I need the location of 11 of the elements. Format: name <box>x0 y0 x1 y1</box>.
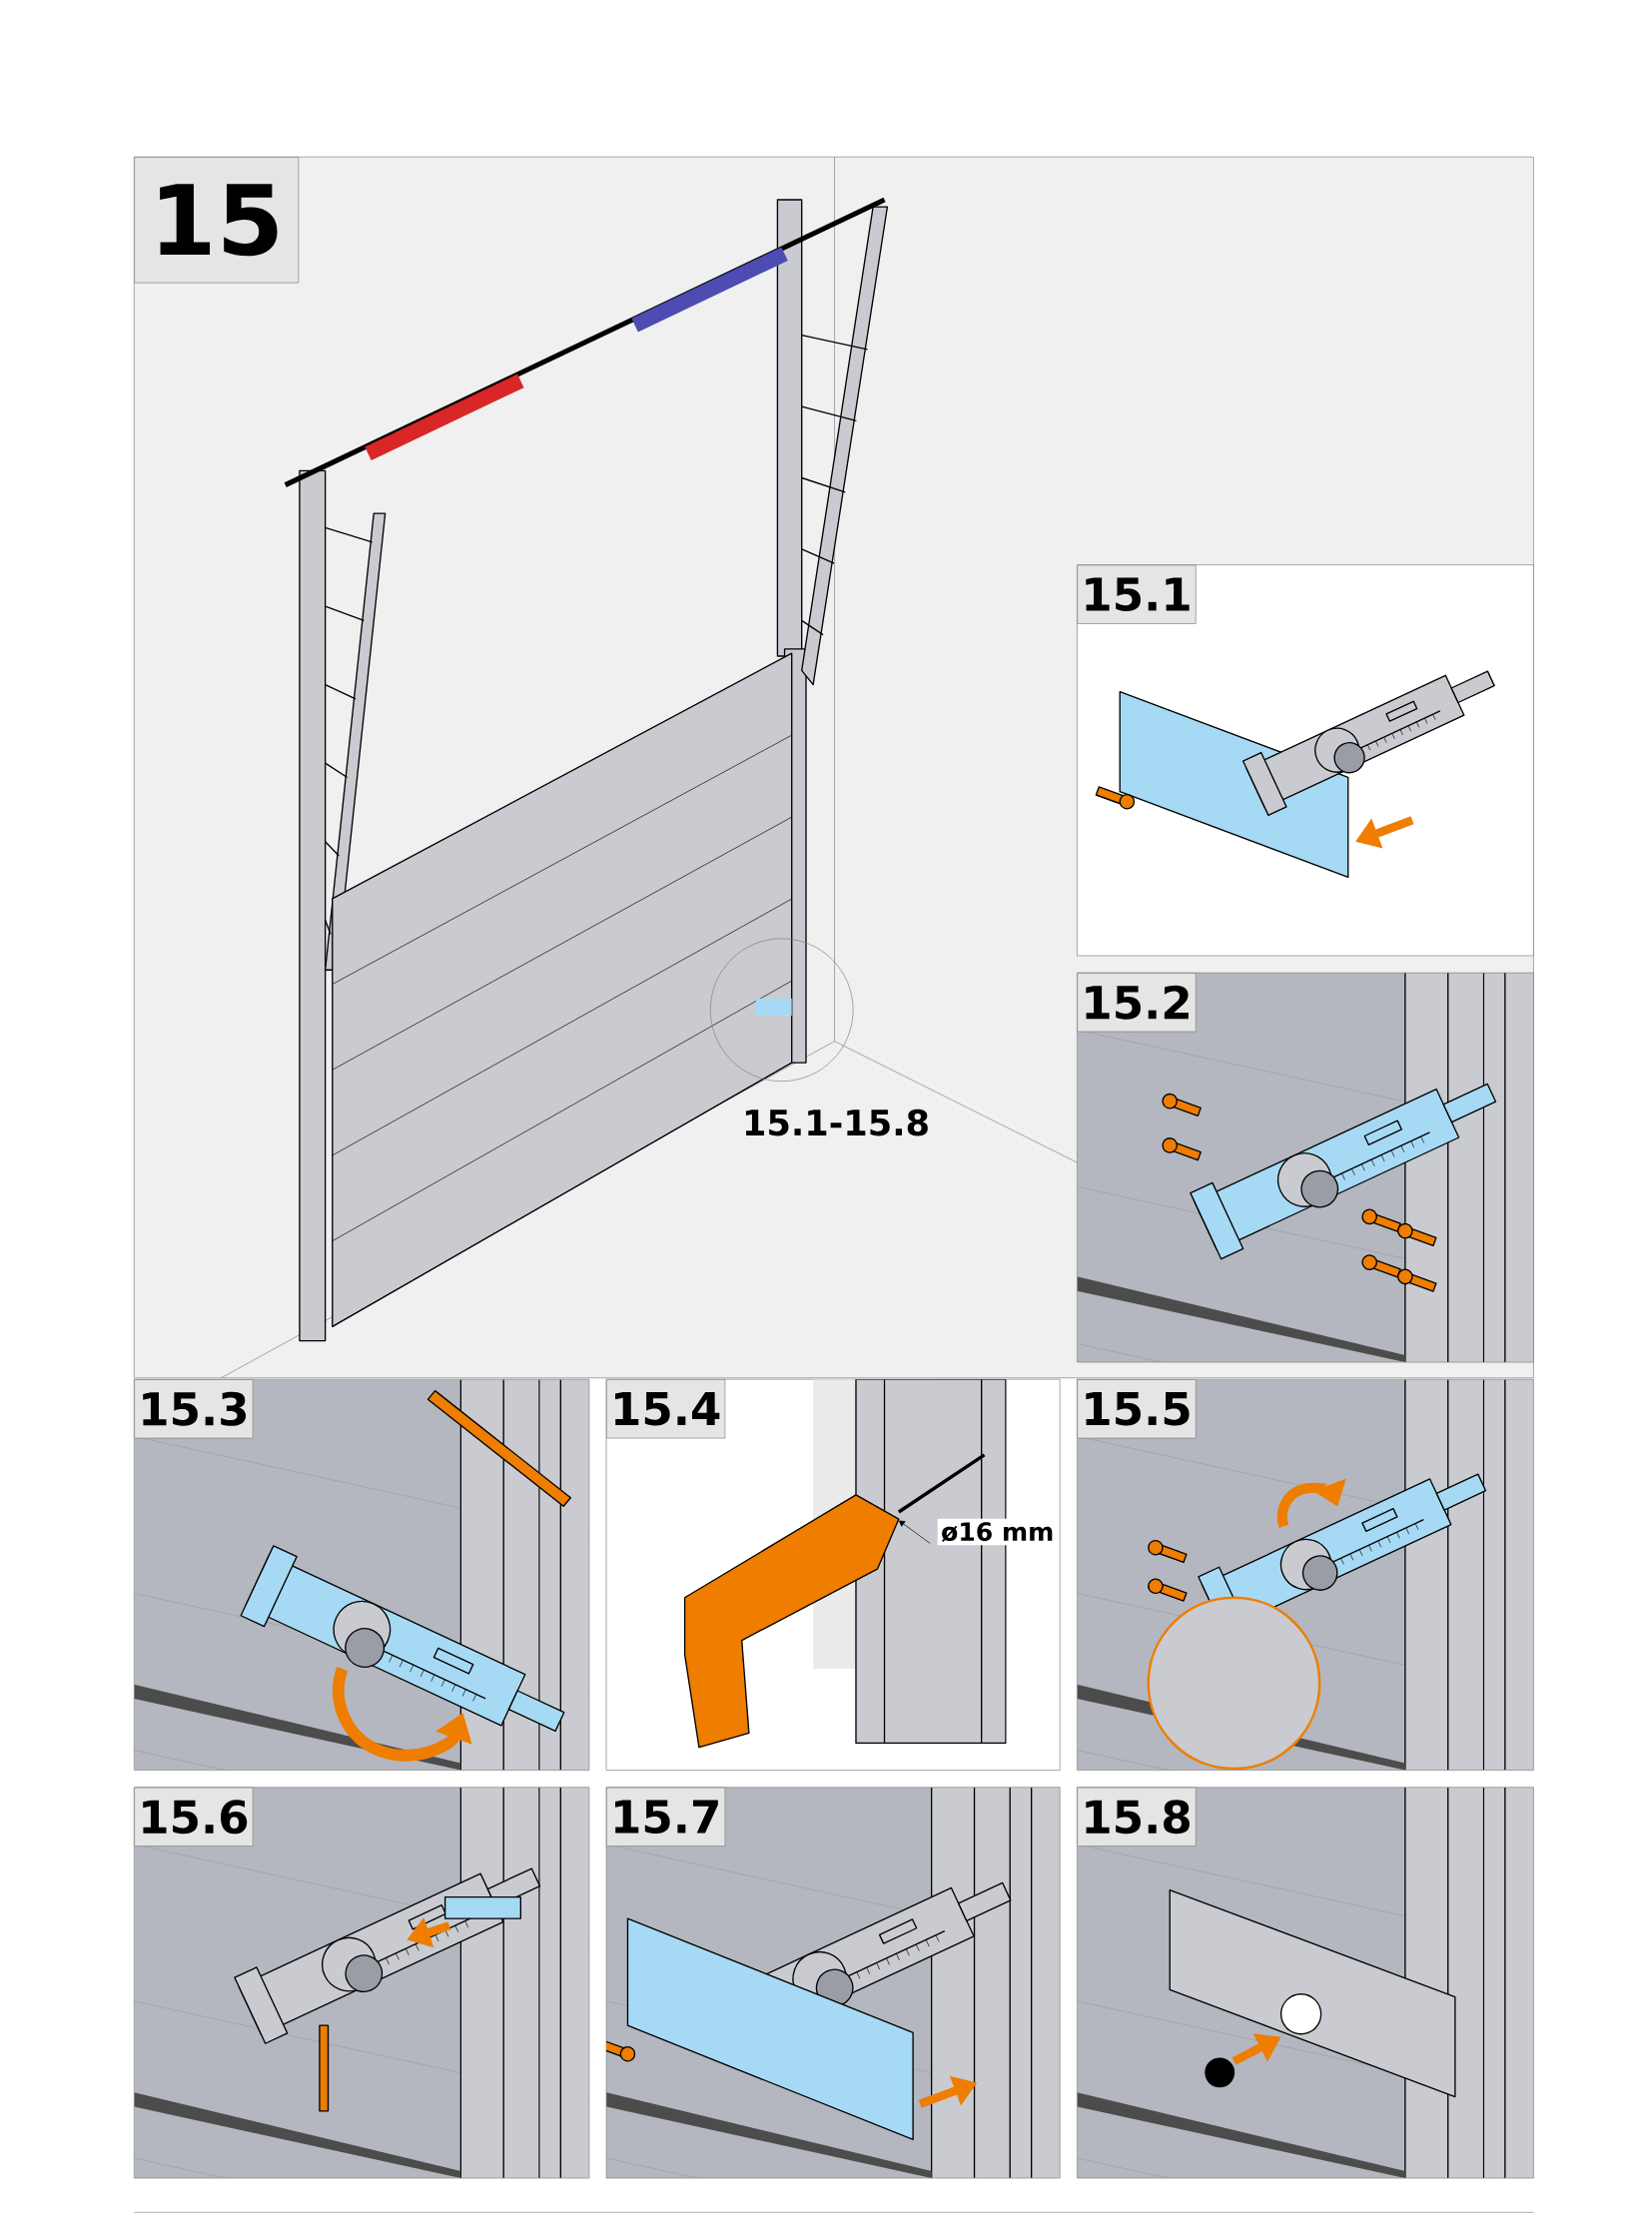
step-number: 15.7 <box>606 1787 726 1847</box>
step-number: 15.4 <box>606 1379 726 1439</box>
step-number: 15.1 <box>1077 564 1197 624</box>
step-number: 15.2 <box>1077 973 1197 1033</box>
callout-label: 15.1-15.8 <box>745 1109 928 1136</box>
step-number: 15.8 <box>1077 1787 1197 1847</box>
step-number: 15.3 <box>134 1379 254 1439</box>
step-number: 15.6 <box>134 1787 254 1847</box>
step-number: 15 <box>134 157 300 284</box>
step-number: 15.5 <box>1077 1379 1197 1439</box>
dimension-label: ø16 mm <box>937 1518 1058 1546</box>
